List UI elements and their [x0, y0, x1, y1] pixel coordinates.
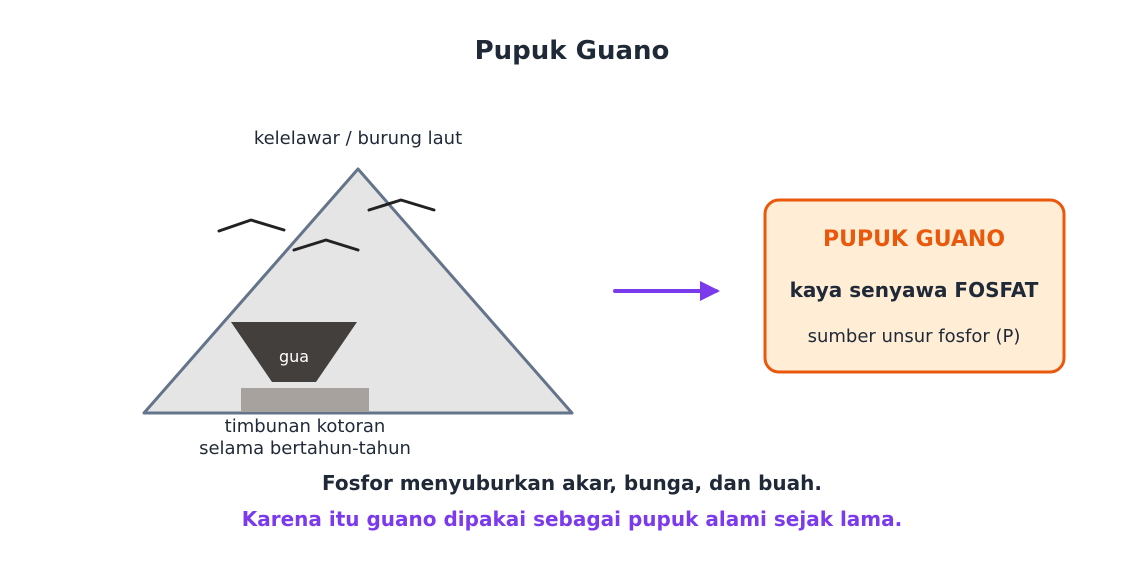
cave: [231, 322, 357, 382]
mountain: [142, 167, 574, 415]
result-box-line2: sumber unsur fosfor (P): [808, 326, 1021, 347]
page-title: Pupuk Guano: [475, 36, 670, 66]
birds-label: kelelawar / burung laut: [254, 128, 462, 149]
bird-left: [217, 218, 286, 233]
result-box: [763, 198, 1066, 374]
guano-pile: [241, 388, 369, 412]
result-box-line1: kaya senyawa FOSFAT: [790, 278, 1039, 302]
result-box-heading: PUPUK GUANO: [823, 227, 1005, 252]
bird-silhouette-icon: [217, 198, 436, 252]
bird-right: [367, 198, 436, 212]
footer-line1: Fosfor menyuburkan akar, bunga, dan buah…: [322, 471, 822, 495]
cave-label: gua: [279, 347, 309, 366]
pile-label-line1: timbunan kotoran: [225, 416, 386, 437]
footer-line2: Karena itu guano dipakai sebagai pupuk a…: [242, 507, 903, 531]
bird-middle: [292, 238, 360, 252]
pile-label-line2: selama bertahun-tahun: [199, 438, 411, 459]
